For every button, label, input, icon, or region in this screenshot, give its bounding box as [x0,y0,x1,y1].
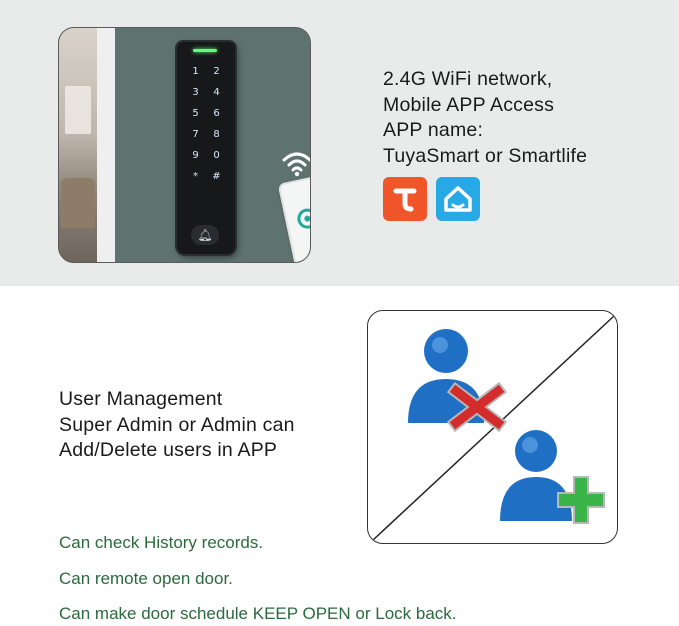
keypad-key: 9 [192,150,199,161]
access-keypad: 1 2 3 4 5 6 7 8 9 0 * # 🔔︎ [177,42,235,254]
keypad-key: 6 [213,108,220,119]
keypad-key: 4 [213,87,220,98]
product-photo: 1 2 3 4 5 6 7 8 9 0 * # 🔔︎ [58,27,311,263]
bell-icon: 🔔︎ [191,225,219,245]
management-line: User Management [59,388,223,410]
door-frame [97,28,115,262]
info-line: APP name: [383,119,484,141]
keypad-key: 8 [213,129,220,140]
keypad-key: 5 [192,108,199,119]
user-management-info: User Management Super Admin or Admin can… [59,387,295,464]
keypad-key: 7 [192,129,199,140]
keypad-key: # [212,171,221,182]
user-management-graphic [367,310,618,544]
user-add-icon [500,430,605,524]
tuya-app-icon [383,177,427,221]
keypad-key: 3 [192,87,199,98]
management-line: Add/Delete users in APP [59,439,278,461]
info-line: 2.4G WiFi network, [383,68,553,90]
feature-schedule: Can make door schedule KEEP OPEN or Lock… [59,604,457,623]
keypad-key: 1 [192,66,199,77]
feature-remote-open: Can remote open door. [59,569,233,588]
management-line: Super Admin or Admin can [59,413,295,436]
wifi-info: 2.4G WiFi network, Mobile APP Access APP… [383,67,587,169]
room-background [59,28,101,262]
user-delete-icon [408,329,508,433]
wifi-icon [282,152,310,177]
keypad-key: * [193,171,198,182]
smartlife-app-icon [436,177,480,221]
keypad-keys: 1 2 3 4 5 6 7 8 9 0 * # [185,64,227,185]
feature-history: Can check History records. [59,533,264,552]
lamp-shade [65,86,91,134]
keypad-key: 0 [213,150,220,161]
status-led [193,49,217,52]
keypad-key: 2 [213,66,220,77]
info-line: TuyaSmart or Smartlife [383,144,588,167]
info-line: Mobile APP Access [383,93,555,116]
chair [61,178,95,228]
